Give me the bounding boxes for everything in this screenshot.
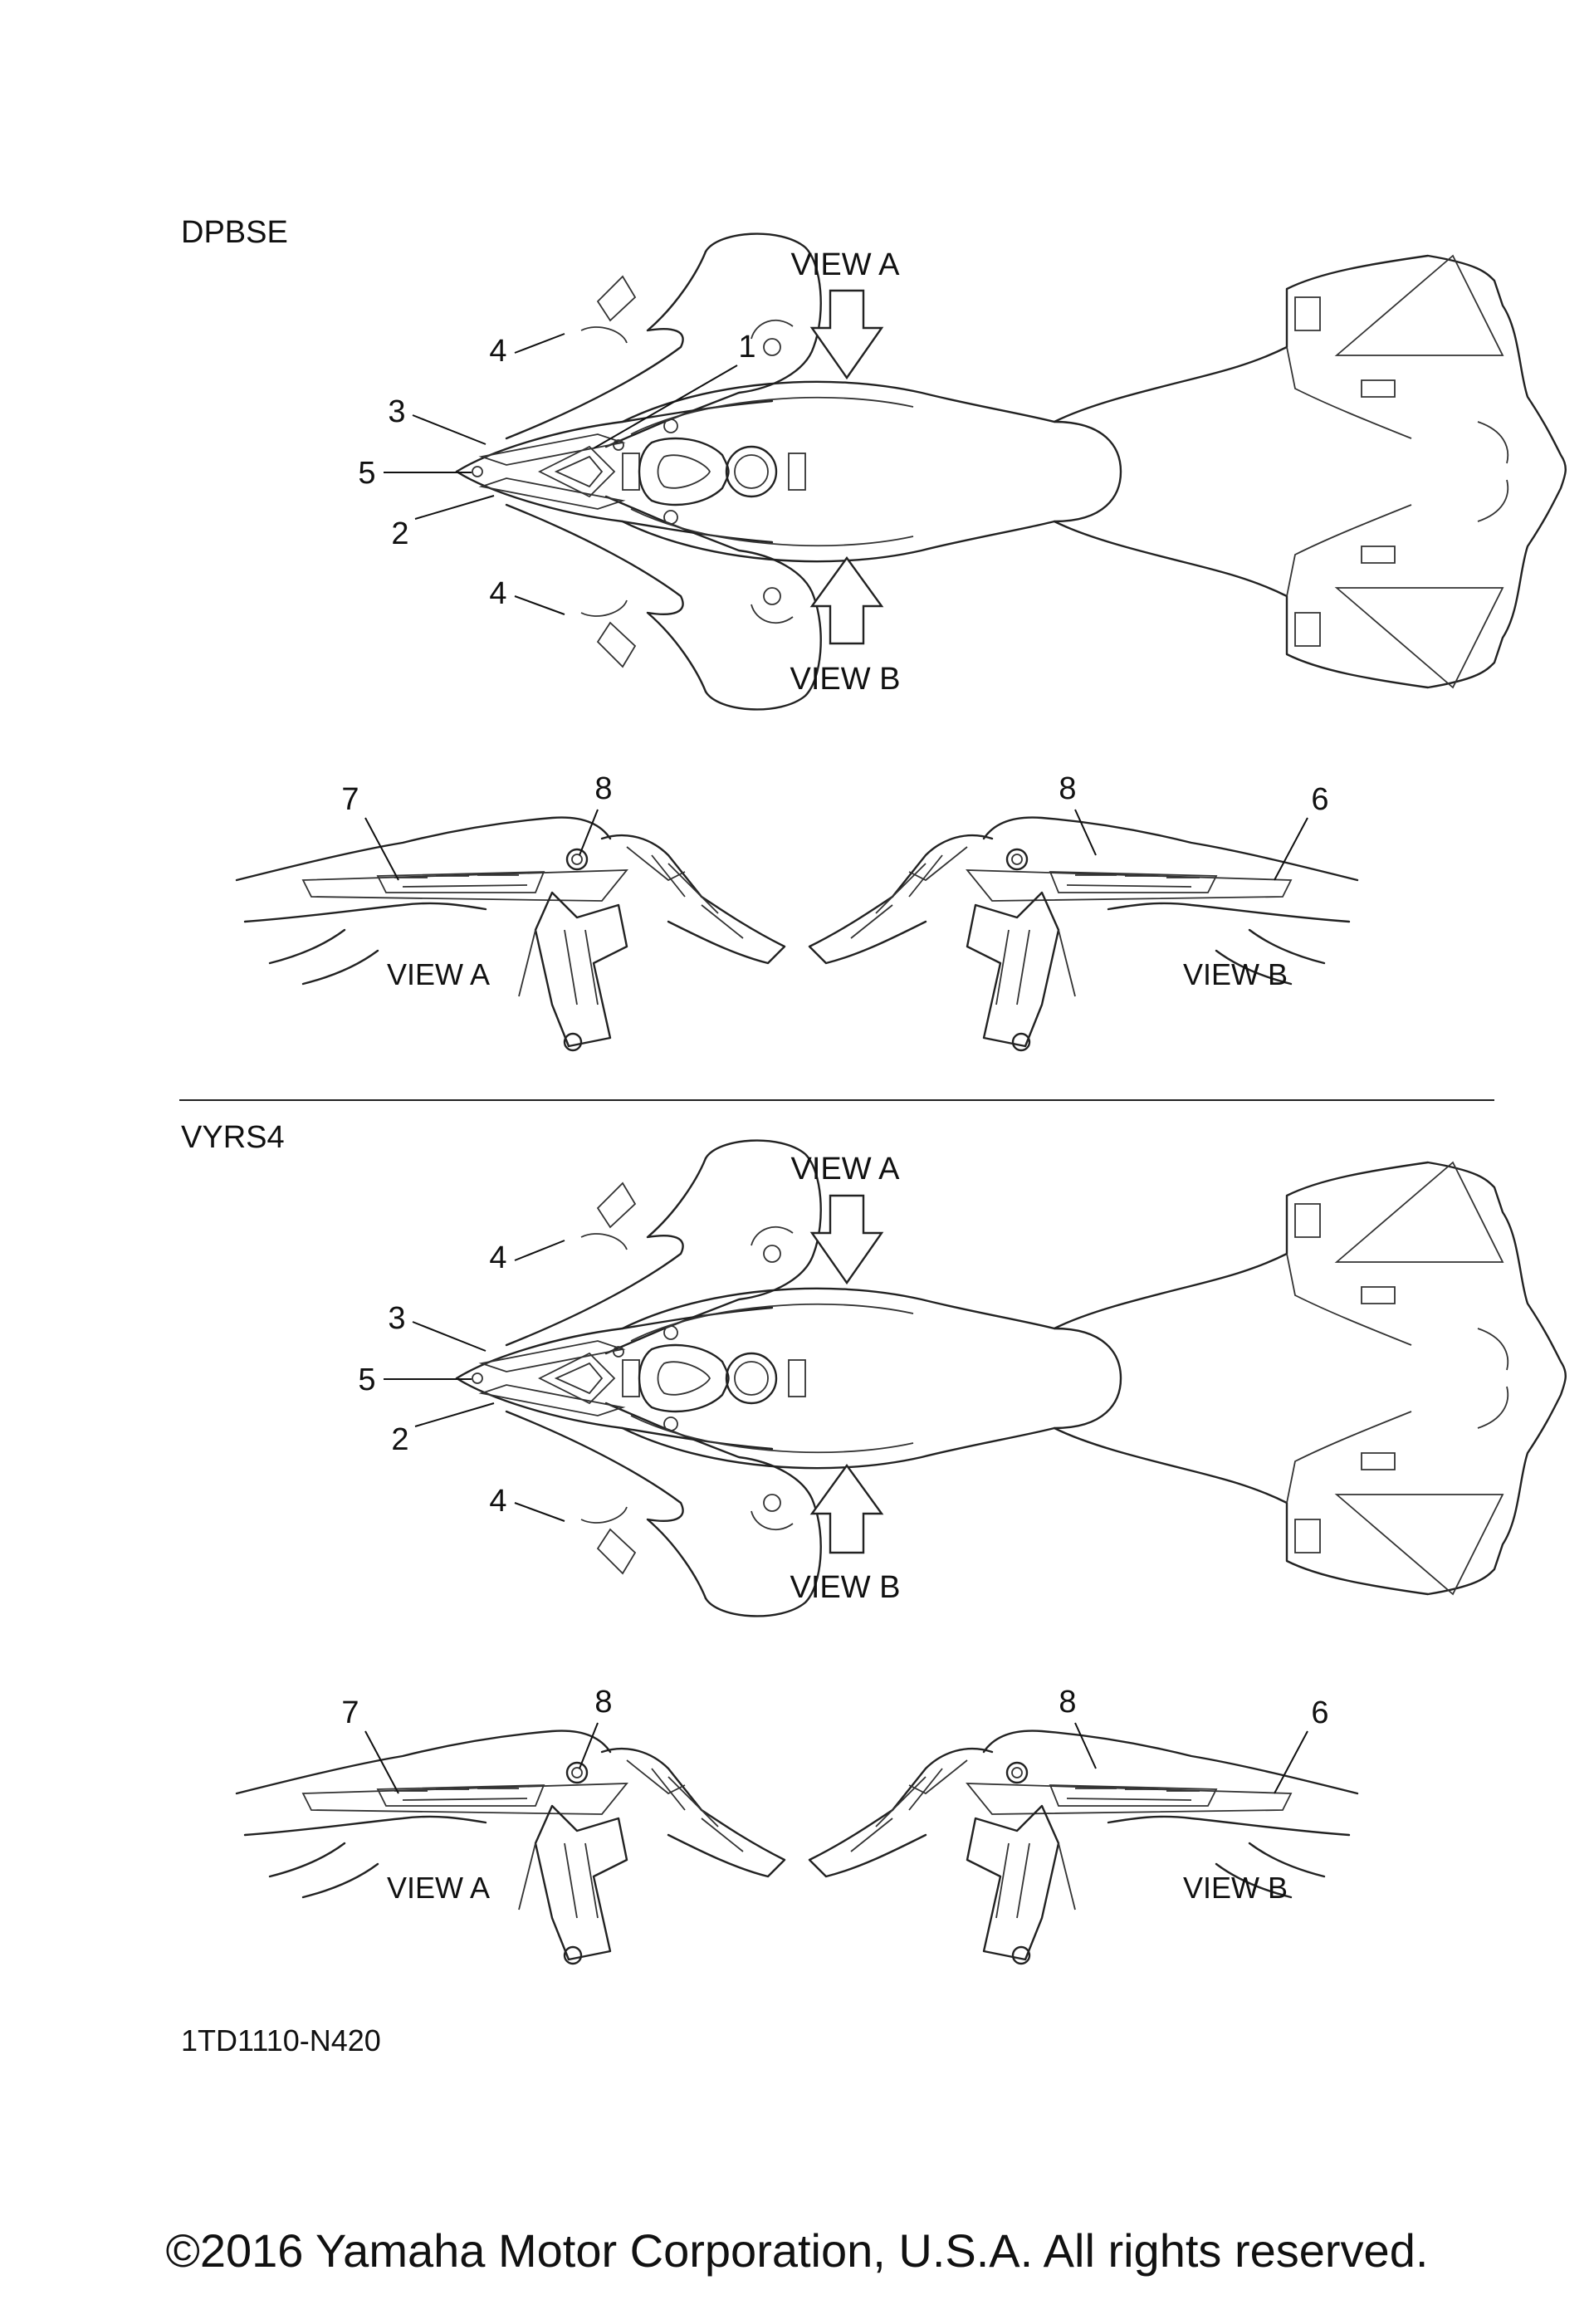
callout: 8 [1059,1685,1076,1720]
callout: 5 [358,456,375,491]
section-code: VYRS4 [181,1120,285,1155]
callout: 7 [341,782,359,817]
callout: 3 [388,394,405,429]
side-view-a [235,816,786,1052]
part-number: 1TD1110-N420 [181,2023,381,2057]
view-b-label: VIEW B [790,662,900,697]
view-b-arrow [809,555,884,645]
callout: 6 [1311,782,1328,817]
callout: 4 [489,334,506,369]
callout: 2 [391,1422,408,1457]
callout: 3 [388,1301,405,1336]
callout: 5 [358,1363,375,1397]
view-a-arrow [809,1194,884,1285]
atv-top-view [455,232,1567,711]
view-a-arrow [809,289,884,380]
view-a-caption: VIEW A [387,1871,490,1905]
callout: 2 [391,516,408,551]
callout: 8 [594,771,612,806]
view-b-label: VIEW B [790,1570,900,1605]
callout: 4 [489,576,506,611]
side-view-a [235,1730,786,1965]
callout: 4 [489,1484,506,1519]
view-b-arrow [809,1463,884,1554]
view-a-label: VIEW A [791,247,901,282]
side-view-b [808,1730,1359,1965]
callout: 8 [594,1685,612,1720]
section-code: DPBSE [181,215,288,250]
callout: 7 [341,1695,359,1730]
view-a-label: VIEW A [791,1152,901,1186]
callout: 8 [1059,771,1076,806]
callout: 1 [738,330,755,365]
callout: 6 [1311,1695,1328,1730]
callout: 4 [489,1240,506,1275]
section-vyrs4: VYRS4 VIEW A VIEW B 2 3 4 4 5 VIEW A 7 8… [181,1120,1567,1965]
section-dpbse: DPBSE VIEW A VIEW B 1 2 3 4 4 5 VIEW A 7… [181,215,1567,1052]
atv-top-view [455,1139,1567,1617]
view-a-caption: VIEW A [387,957,490,991]
view-b-caption: VIEW B [1183,1871,1288,1905]
copyright-notice: ©2016 Yamaha Motor Corporation, U.S.A. A… [166,2224,1429,2277]
view-b-caption: VIEW B [1183,957,1288,991]
side-view-b [808,816,1359,1052]
